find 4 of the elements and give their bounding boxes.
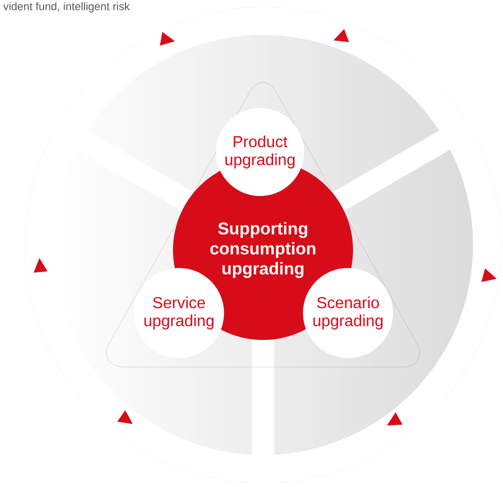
- circle-node: Scenario upgrading: [303, 268, 393, 358]
- circle-node: Product upgrading: [216, 108, 304, 196]
- circle-node: Service upgrading: [134, 268, 224, 358]
- heading-text: vident fund, intelligent risk: [3, 2, 130, 12]
